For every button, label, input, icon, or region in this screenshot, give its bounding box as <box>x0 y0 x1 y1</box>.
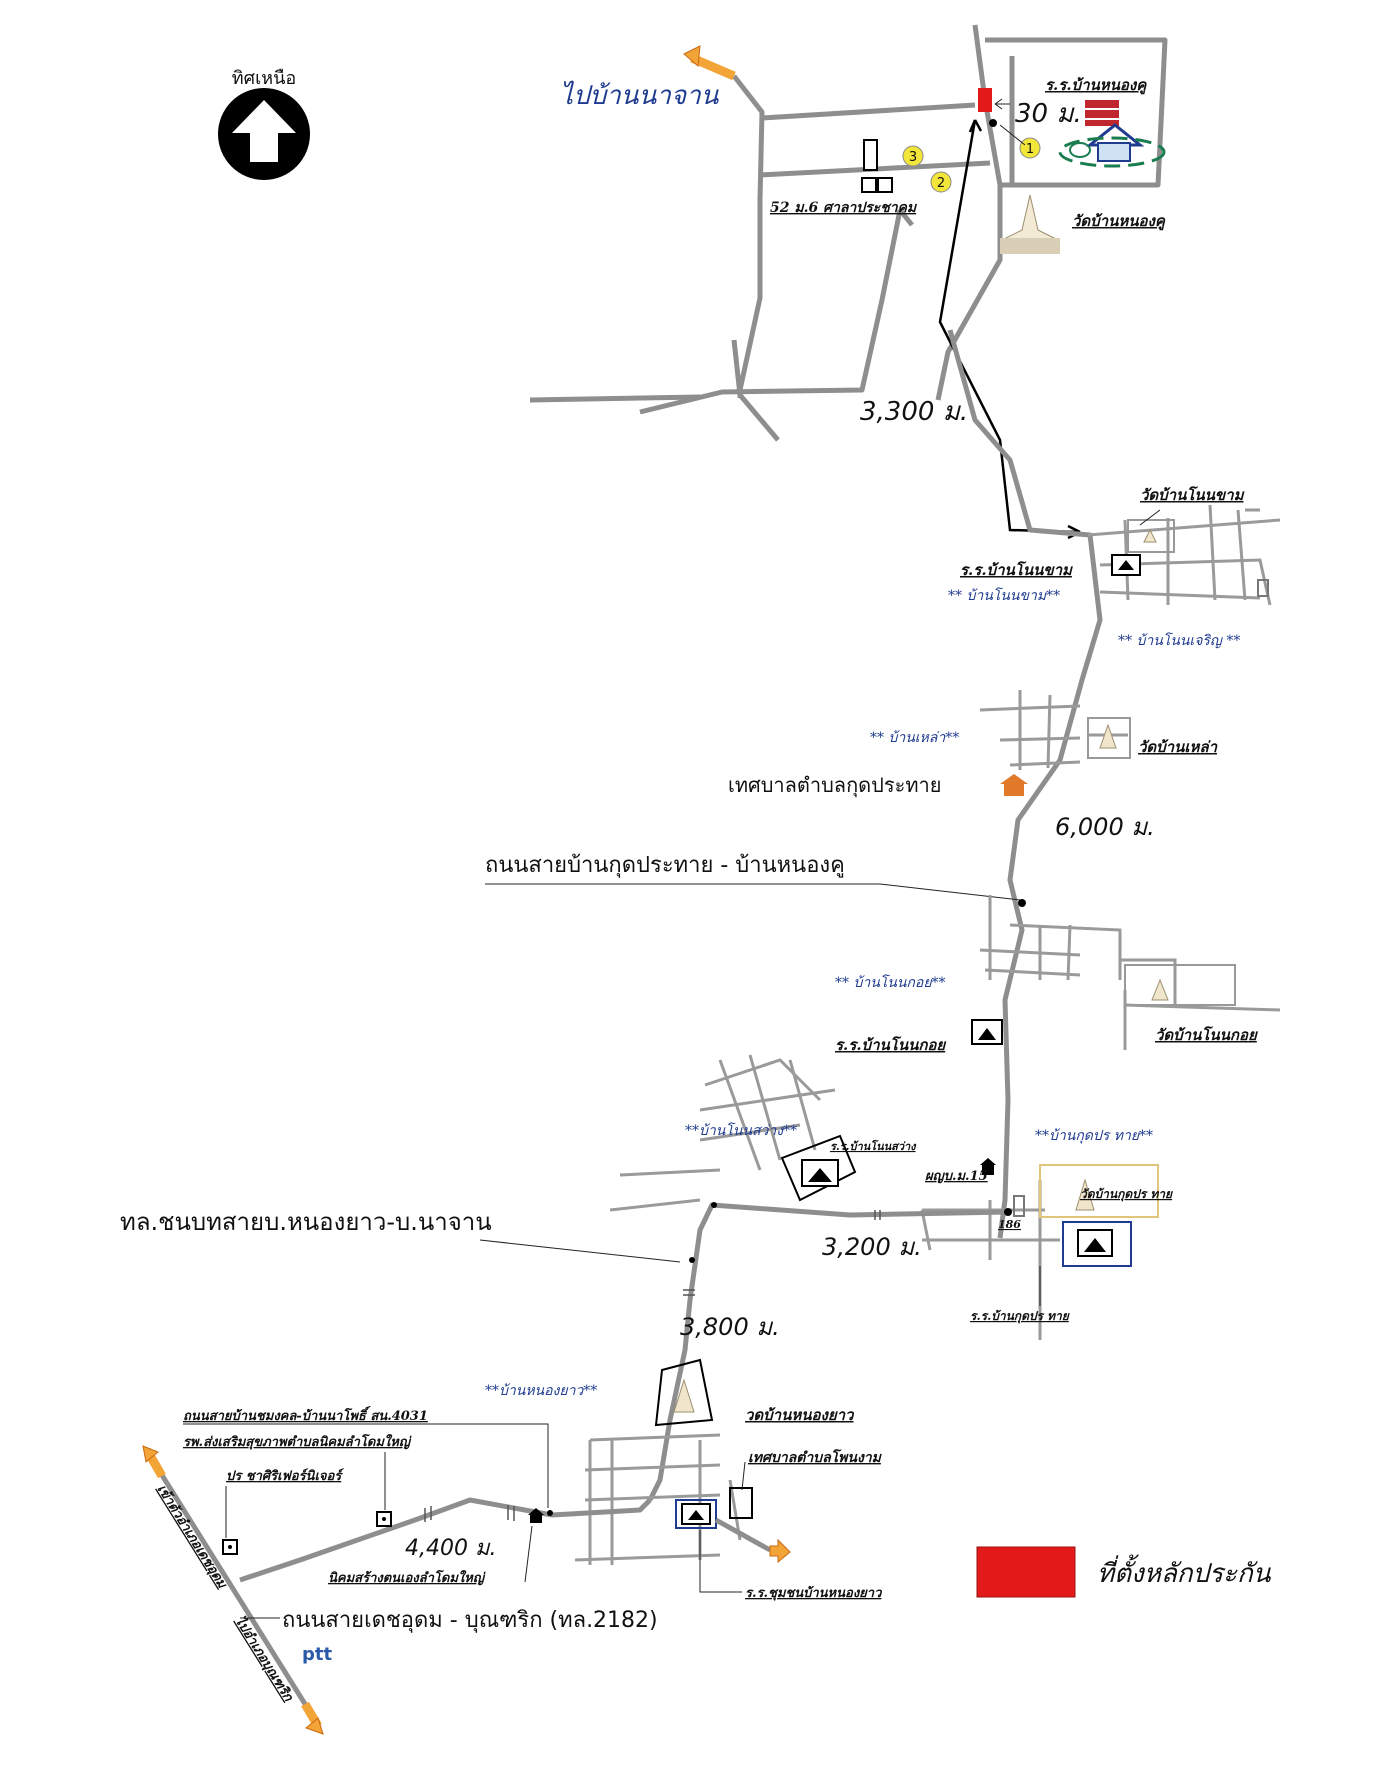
temple-kut-icon <box>1075 1178 1095 1211</box>
label-school-non-kham: ร.ร.บ้านโนนขาม <box>960 560 1073 579</box>
road-main-north-south <box>947 329 1103 1239</box>
label-temple-non-kham: วัดบ้านโนนขาม <box>1140 485 1245 504</box>
school-chumchon-icon <box>681 1503 711 1525</box>
label-temple-lao: วัดบ้านเหล่า <box>1138 738 1219 756</box>
north-arrow-icon <box>218 88 310 180</box>
svg-text:1: 1 <box>1026 142 1034 157</box>
label-road-num: 186 <box>998 1218 1021 1231</box>
label-village-kut: **บ้านกุดปร ทาย** <box>1035 1128 1153 1144</box>
school-non-koi-icon <box>971 1019 1003 1045</box>
legend-label: ที่ตั้งหลักประกัน <box>1097 1554 1272 1589</box>
marker-2-icon: 2 <box>930 171 952 193</box>
highway-2182 <box>157 1470 313 1714</box>
label-school-non-sawang: ร.ร.บ้านโนนสว่าง <box>830 1139 917 1153</box>
municipality-kut-icon <box>1000 774 1028 796</box>
label-village-nong-yao: **บ้านหนองยาว** <box>485 1383 597 1399</box>
location-dot <box>989 119 997 127</box>
label-dist-6000: 6,000 ม. <box>1055 813 1155 841</box>
label-dist-3300: 3,300 ม. <box>860 397 968 427</box>
road-nong-yao-to-highway <box>239 1497 652 1583</box>
temple-lao-icon <box>1099 723 1117 749</box>
gas-station-icon <box>222 1539 238 1555</box>
label-temple-nong-khu: วัดบ้านหนองคู <box>1072 212 1166 231</box>
school-non-kham-icon <box>1111 554 1141 576</box>
road-grid-non-sawang <box>609 1054 857 1212</box>
svg-text:2: 2 <box>937 176 945 191</box>
north-label: ทิศเหนือ <box>232 68 296 89</box>
label-school-kut: ร.ร.บ้านกุดปร ทาย <box>970 1309 1070 1324</box>
label-village-non-kham: ** บ้านโนนขาม** <box>948 587 1060 604</box>
arrow-to-na-chan-icon <box>683 45 736 81</box>
road-nong-yao-east <box>714 1517 772 1553</box>
school-non-sawang-icon <box>801 1159 839 1187</box>
svg-text:3: 3 <box>909 150 917 165</box>
road-grid-nong-yao <box>574 1358 753 1565</box>
arrow-to-det-udom-icon <box>142 1445 166 1479</box>
sala-icon <box>861 139 893 193</box>
label-road-kut-nongkhu: ถนนสายบ้านกุดประทาย - บ้านหนองคู <box>485 853 845 878</box>
school-building-icon <box>1058 123 1166 168</box>
school-kut-icon <box>1077 1229 1113 1257</box>
label-school-nong-khu: ร.ร.บ้านหนองคู <box>1045 76 1147 95</box>
temple-non-kham-icon <box>1143 528 1157 543</box>
label-to-det-udom: เข้าตัวอำเภอเดชอุดม <box>154 1482 231 1592</box>
label-village-non-koi: ** บ้านโนนกอย** <box>835 974 946 991</box>
label-road-rural: ทล.ชนบทสายบ.หนองยาว-บ.นาจาน <box>120 1208 492 1236</box>
label-village-non-sawang: **บ้านโนนสว่าง** <box>685 1122 797 1139</box>
label-main-road: ถนนสายเดชอุดม - บุณฑริก (ทล.2182) <box>282 1608 658 1633</box>
post-office-icon <box>980 1158 996 1175</box>
temple-non-koi-icon <box>1151 978 1169 1001</box>
collateral-location-marker <box>978 88 992 112</box>
marker-1-icon: 1 <box>1019 137 1041 159</box>
ptt-logo: ptt <box>302 1644 332 1665</box>
label-gas-station: ปร ชาศิริเฟอร์นิเจอร์ <box>226 1468 344 1484</box>
temple-nong-yao-icon <box>673 1378 695 1413</box>
label-hospital: รพ.ส่งเสริมสุขภาพตำบลนิคมลำโดมใหญ่ <box>183 1433 412 1450</box>
label-nikhom: นิคมสร้างตนเองลำโดมใหญ่ <box>328 1569 486 1586</box>
road-kut-to-nong-yao <box>647 1202 1009 1502</box>
road-grid-nong-khu <box>529 24 1168 442</box>
arrow-to-buntharik-icon <box>301 1701 324 1735</box>
arrow-east-icon <box>769 1538 791 1564</box>
road-grid-non-koi <box>979 895 1281 1050</box>
label-village-non-charoen: ** บ้านโนนเจริญ ** <box>1118 632 1240 649</box>
school-flag-icon <box>1085 100 1119 126</box>
marker-3-icon: 3 <box>902 145 924 167</box>
label-temple-nong-yao: วดบ้านหนองยาว <box>745 1406 855 1424</box>
label-village-lao: ** บ้านเหล่า** <box>870 730 959 746</box>
label-sala: 52 ม.6 ศาลาประชาคม <box>770 200 918 216</box>
label-dist-3200: 3,200 ม. <box>822 1233 922 1261</box>
hospital-icon <box>376 1511 392 1527</box>
label-post-office: ผญบ.ม.15 <box>925 1169 988 1184</box>
label-dist-30: 30 ม. <box>1015 99 1082 129</box>
label-dist-4400: 4,400 ม. <box>405 1536 496 1561</box>
nikhom-icon <box>528 1508 544 1523</box>
label-municipality-kut: เทศบาลตำบลกุดประทาย <box>728 773 941 798</box>
label-school-chumchon: ร.ร.ชุมชนบ้านหนองยาว <box>745 1585 883 1601</box>
label-to-na-chan: ไปบ้านนาจาน <box>560 80 720 111</box>
label-school-non-koi: ร.ร.บ้านโนนกอย <box>835 1035 946 1054</box>
temple-nong-khu-icon <box>1000 194 1060 254</box>
label-temple-kut: วัดบ้านกุดปร ทาย <box>1080 1187 1173 1202</box>
label-road-mongkhon: ถนนสายบ้านชมงคล-บ้านนาโพธิ์ สน.4031 <box>183 1405 428 1424</box>
label-temple-non-koi: วัดบ้านโนนกอย <box>1155 1025 1258 1044</box>
label-municipality-phon: เทศบาลตำบลโพนงาม <box>748 1448 883 1466</box>
legend-swatch <box>976 1546 1076 1598</box>
label-dist-3800: 3,800 ม. <box>680 1313 780 1341</box>
